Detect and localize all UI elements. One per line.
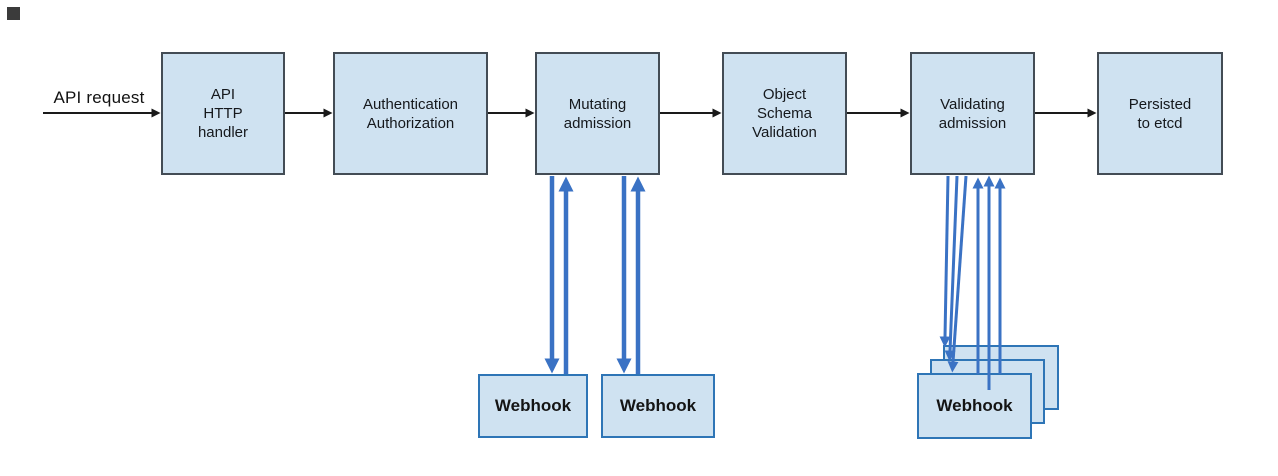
stage-label-line: Authentication [362,95,459,113]
arrow-validating-to-stack-2 [944,175,959,362]
stage-label-line: handler [197,124,249,141]
stage-label-line: to etcd [1137,114,1183,132]
stage-label-line: Authorization [366,114,455,132]
corner-artifact-square [7,7,20,20]
arrow-validating-to-stack-3 [947,175,968,373]
stage-label-line: API [210,86,236,103]
stage-label-line: Validating [940,95,1005,113]
stage-mutating-admission: Mutating admission [535,52,660,175]
stage-label-line: Mutating [568,95,627,113]
webhook-label: Webhook [619,396,697,415]
arrow-validating-to-stack-1 [939,175,951,348]
api-request-label: API request [53,88,145,107]
stage-label-line: Object [762,86,807,103]
mutating-webhook-1: Webhook [478,374,588,438]
stage-label-line: HTTP [203,105,243,122]
stage-label-line: admission [563,114,632,132]
stage-validating-admission: Validating admission [910,52,1035,175]
mutating-webhook-2: Webhook [601,374,715,438]
stage-label-line: Validation [752,124,817,141]
stage-object-schema-validation: Object Schema Validation [722,52,847,175]
webhook-label: Webhook [936,396,1013,415]
stage-authentication-authorization: Authentication Authorization [333,52,488,175]
webhook-label: Webhook [494,396,572,415]
stage-label-line: admission [938,114,1007,132]
stage-persisted-to-etcd: Persisted to etcd [1097,52,1223,175]
stage-label-line: Persisted [1128,95,1192,113]
stage-label-line: Schema [756,105,813,122]
stage-api-http-handler: API HTTP handler [161,52,285,175]
validating-webhook-stack-front: Webhook [917,373,1032,439]
